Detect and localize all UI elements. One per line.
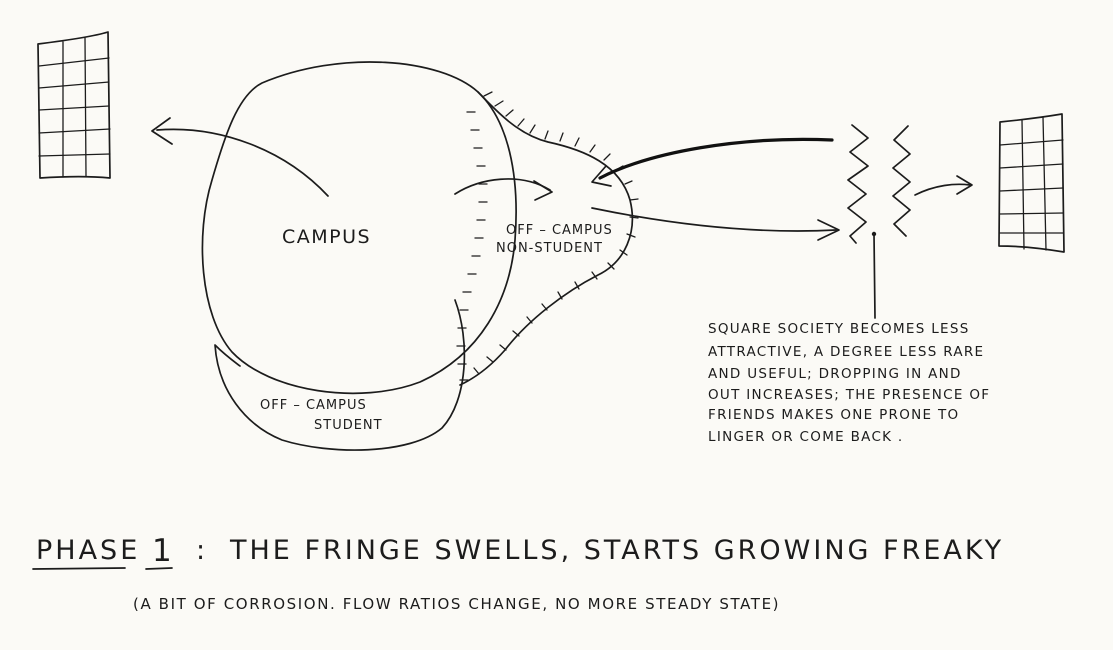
campus-label: CAMPUS xyxy=(282,226,371,248)
hatch-mark xyxy=(629,216,639,219)
hatch-mark xyxy=(505,109,514,117)
hatch-mark xyxy=(512,330,520,337)
hatch-mark xyxy=(626,233,636,238)
hatch-mark xyxy=(557,291,563,300)
hatch-mark xyxy=(486,356,494,363)
note-line: FRIENDS MAKES ONE PRONE TO xyxy=(708,407,959,423)
hatch-mark xyxy=(603,153,611,161)
note-line: LINGER OR COME BACK . xyxy=(708,429,904,445)
note-line: SQUARE SOCIETY BECOMES LESS xyxy=(708,321,970,337)
hatch-mark xyxy=(589,144,596,153)
caption-subtitle: (A BIT OF CORROSION. FLOW RATIOS CHANGE,… xyxy=(133,595,780,613)
caption-phase-number: 1 xyxy=(152,533,172,569)
hatch-mark xyxy=(574,281,580,290)
hatch-mark xyxy=(629,198,639,201)
off-campus-student-label-line2: STUDENT xyxy=(314,418,383,433)
flow-arrows xyxy=(151,117,973,241)
hatch-mark xyxy=(483,91,493,97)
off-campus-student-region xyxy=(214,299,466,451)
hatch-mark xyxy=(574,137,580,147)
off-campus-student-label-line1: OFF – CAMPUS xyxy=(260,398,367,413)
hatch-mark xyxy=(624,180,633,185)
note-line: OUT INCREASES; THE PRESENCE OF xyxy=(708,387,990,403)
hatch-mark xyxy=(607,262,615,270)
caption-phase-word: PHASE xyxy=(36,535,140,566)
hatch-mark xyxy=(619,249,628,256)
hatch-mark xyxy=(591,271,598,280)
left-grid xyxy=(37,31,111,179)
off-campus-non-student-label-line2: NON-STUDENT xyxy=(496,241,603,256)
caption-separator: : xyxy=(196,535,208,566)
hatch-mark xyxy=(499,344,507,351)
off-campus-non-student-label-line1: OFF – CAMPUS xyxy=(506,223,613,238)
hatch-mark xyxy=(529,124,536,134)
caption: PHASE 1 : THE FRINGE SWELLS, STARTS GROW… xyxy=(32,533,1004,613)
caption-title: THE FRINGE SWELLS, STARTS GROWING FREAKY xyxy=(229,535,1004,566)
hatch-mark xyxy=(494,100,504,107)
hatch-mark xyxy=(544,130,549,140)
society-zigzags xyxy=(847,124,911,319)
hatch-mark xyxy=(559,132,564,142)
right-grid xyxy=(998,113,1065,253)
hatch-mark xyxy=(517,118,525,127)
note-line: AND USEFUL; DROPPING IN AND xyxy=(708,366,962,382)
campus-region xyxy=(201,61,517,395)
hatch-mark xyxy=(526,316,533,324)
note-line: ATTRACTIVE, A DEGREE LESS RARE xyxy=(708,344,984,360)
society-note: SQUARE SOCIETY BECOMES LESS ATTRACTIVE, … xyxy=(708,321,990,445)
hatch-mark xyxy=(473,367,480,375)
hatch-mark xyxy=(541,303,548,311)
